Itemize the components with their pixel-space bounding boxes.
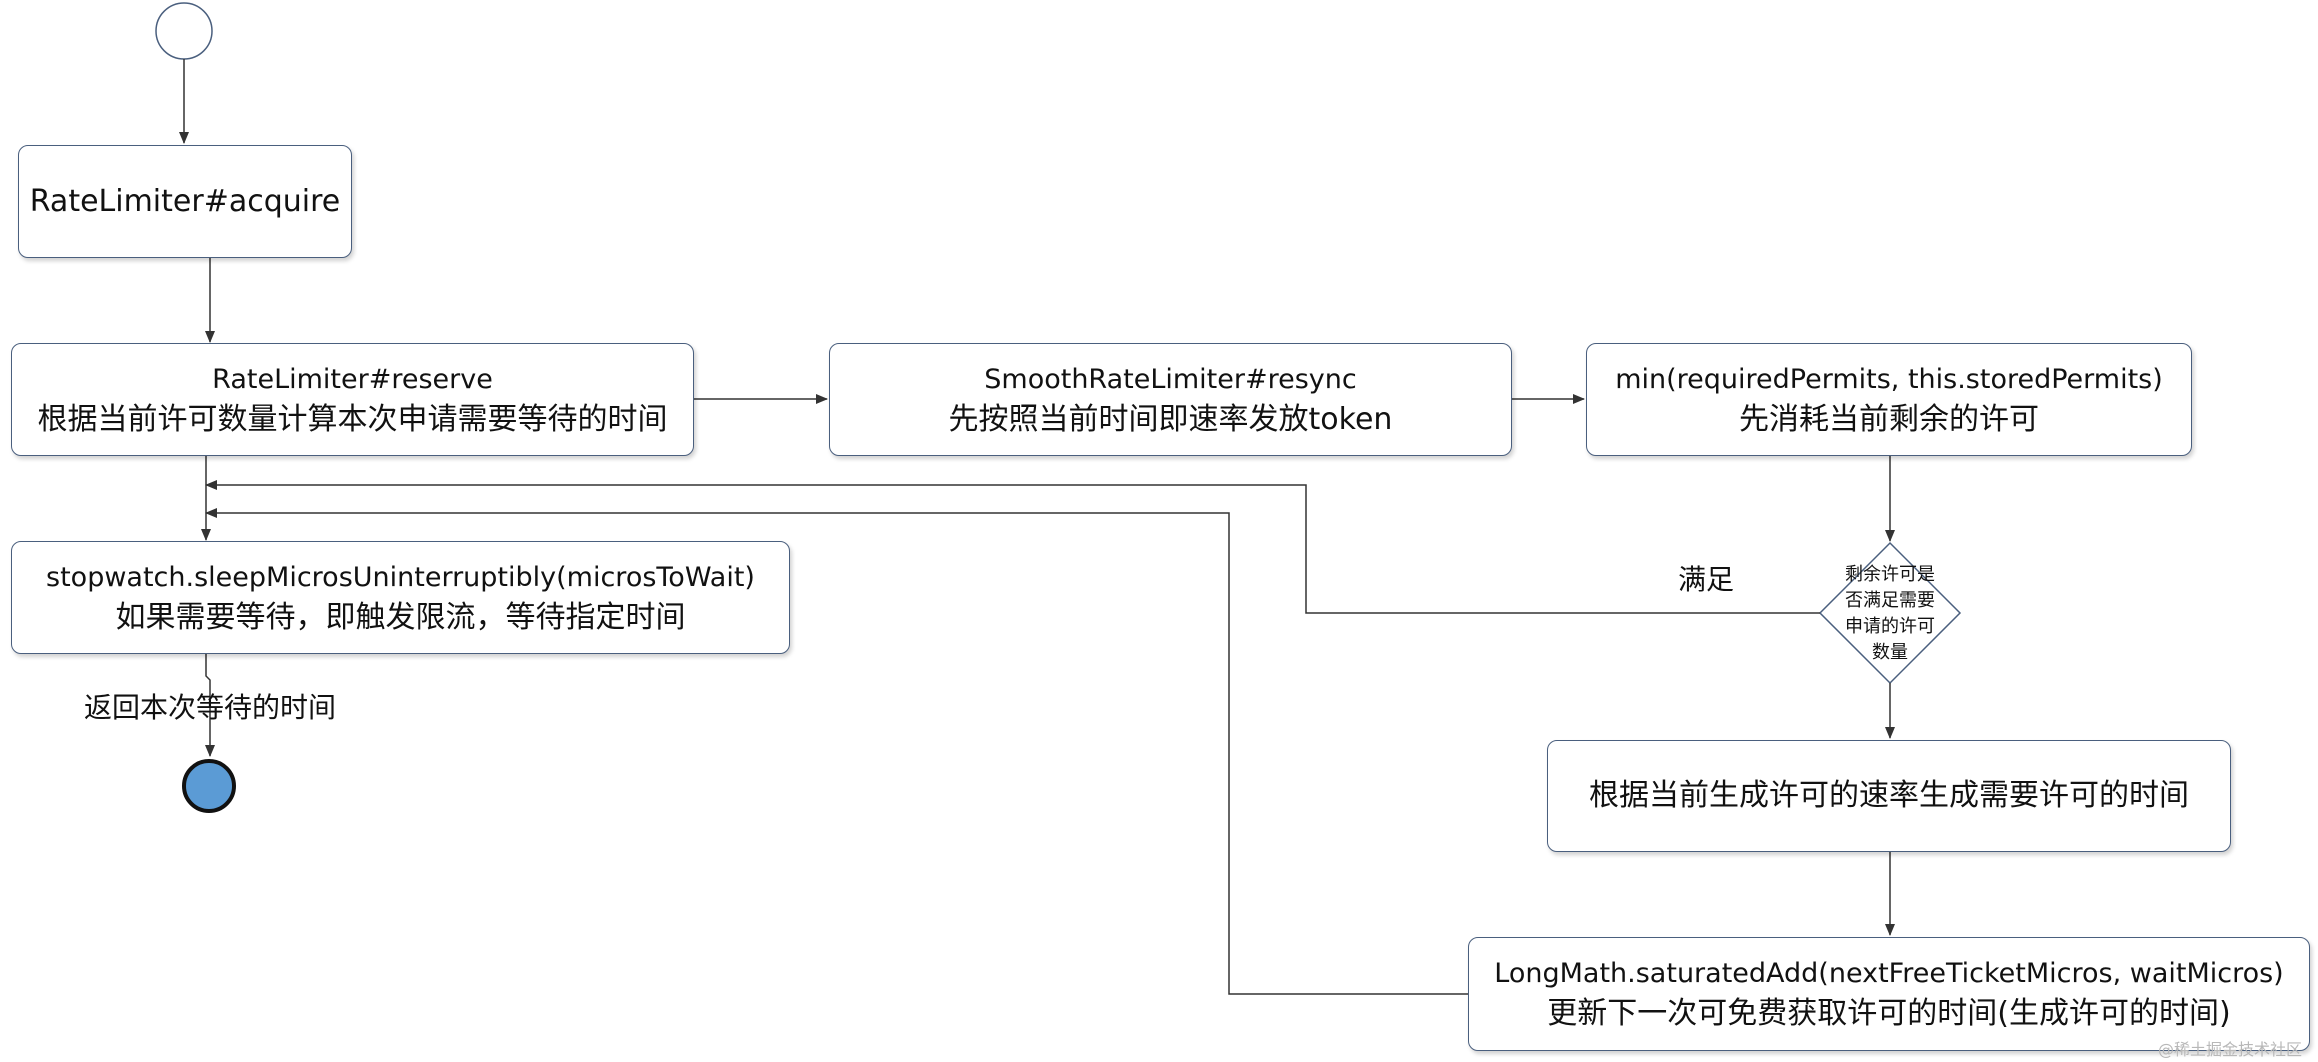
node-sleep-desc: 如果需要等待，即触发限流，等待指定时间 <box>115 599 686 635</box>
node-reserve-title: RateLimiter#reserve <box>212 363 493 395</box>
node-reserve: RateLimiter#reserve 根据当前许可数量计算本次申请需要等待的时… <box>11 343 694 456</box>
node-min-permits-title: min(requiredPermits, this.storedPermits) <box>1615 363 2163 395</box>
node-wait-time: 根据当前生成许可的速率生成需要许可的时间 <box>1547 740 2231 852</box>
decision-label: 剩余许可是 否满足需要 申请的许可 数量 <box>1830 562 1950 666</box>
node-sleep-title: stopwatch.sleepMicrosUninterruptibly(mic… <box>46 561 755 593</box>
start-node <box>155 2 213 60</box>
node-sleep: stopwatch.sleepMicrosUninterruptibly(mic… <box>11 541 790 654</box>
node-min-permits-desc: 先消耗当前剩余的许可 <box>1739 401 2039 437</box>
node-saturated-add-desc: 更新下一次可免费获取许可的时间(生成许可的时间) <box>1547 996 2231 1031</box>
node-acquire: RateLimiter#acquire <box>18 145 352 258</box>
node-wait-time-text: 根据当前生成许可的速率生成需要许可的时间 <box>1589 778 2189 813</box>
node-resync-desc: 先按照当前时间即速率发放token <box>948 401 1393 437</box>
decision-line-4: 数量 <box>1872 642 1908 663</box>
node-resync-title: SmoothRateLimiter#resync <box>984 363 1357 395</box>
node-resync: SmoothRateLimiter#resync 先按照当前时间即速率发放tok… <box>829 343 1512 456</box>
edge-decision-satisfied-to-sleep <box>205 480 1820 614</box>
edge-label-satisfied: 满足 <box>1678 563 1735 596</box>
decision-line-2: 否满足需要 <box>1845 590 1935 611</box>
decision-line-1: 剩余许可是 <box>1845 564 1935 585</box>
edge-saturated-add-to-sleep <box>205 508 1468 995</box>
edge-label-return-wait: 返回本次等待的时间 <box>84 691 337 724</box>
node-acquire-text: RateLimiter#acquire <box>29 183 341 219</box>
end-node <box>182 759 236 813</box>
node-saturated-add: LongMath.saturatedAdd(nextFreeTicketMicr… <box>1468 937 2310 1051</box>
node-reserve-desc: 根据当前许可数量计算本次申请需要等待的时间 <box>37 401 668 437</box>
node-saturated-add-title: LongMath.saturatedAdd(nextFreeTicketMicr… <box>1494 958 2284 989</box>
watermark: @稀土掘金技术社区 <box>2158 1040 2303 1059</box>
node-min-permits: min(requiredPermits, this.storedPermits)… <box>1586 343 2192 456</box>
decision-line-3: 申请的许可 <box>1845 616 1935 637</box>
edge-sleep-to-end <box>205 654 215 757</box>
